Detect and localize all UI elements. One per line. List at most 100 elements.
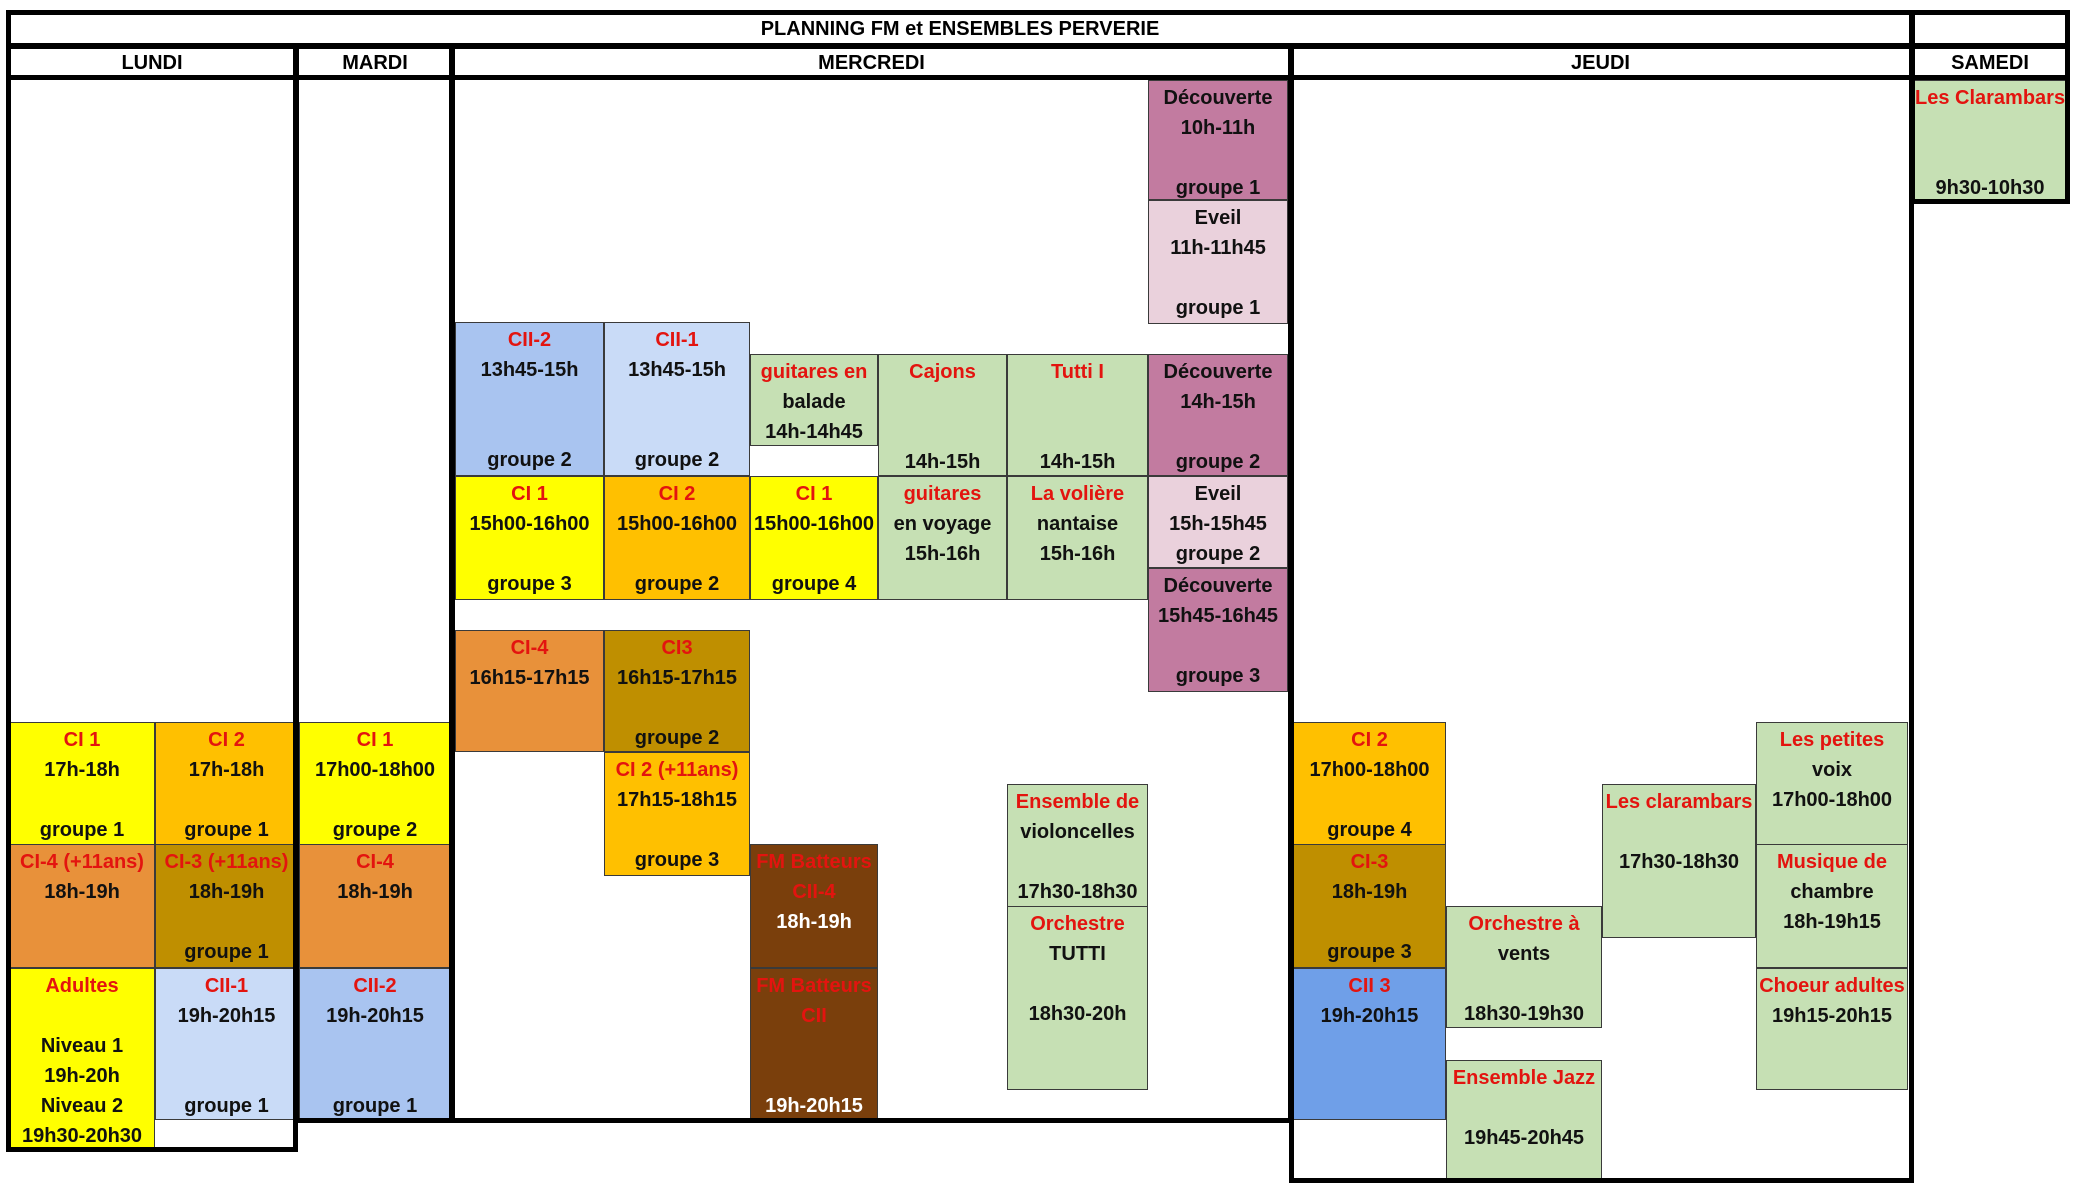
- block-title: FM Batteurs: [756, 975, 872, 997]
- mardi-frame: [294, 44, 454, 1123]
- block-title: CII-1: [655, 329, 699, 351]
- block-line: 19h-20h: [44, 1065, 120, 1087]
- block-line: groupe 2: [634, 449, 720, 471]
- block-title: CII 3: [1348, 975, 1391, 997]
- block-line: Niveau 2: [40, 1095, 124, 1117]
- block-line: 18h30-20h: [1028, 1003, 1127, 1025]
- block-title: CI-3: [1350, 851, 1389, 873]
- block-line: 15h-15h45: [1169, 513, 1267, 535]
- block-line: 15h45-16h45: [1157, 605, 1279, 627]
- block-line: groupe 3: [487, 573, 572, 595]
- block-line: groupe 4: [771, 573, 857, 595]
- schedule-block: Les clarambars 17h30-18h30: [1602, 784, 1756, 938]
- block-title: La volière: [1030, 483, 1125, 505]
- block-line: 13h45-15h: [628, 359, 726, 381]
- block-title: Musique de: [1776, 851, 1887, 873]
- block-line: vents: [1497, 943, 1551, 965]
- block-title: Les clarambars: [1605, 791, 1753, 813]
- block-line: 17h00-18h00: [1771, 789, 1893, 811]
- block-line: balade: [782, 391, 846, 413]
- samedi-title-frame: [1910, 10, 2070, 48]
- block-title: Les Clarambars: [1915, 87, 2066, 109]
- block-title: Cajons: [909, 361, 976, 383]
- mercredi-header-divider: [450, 44, 1293, 80]
- block-line: voix: [1811, 759, 1853, 781]
- schedule-block: guitares en balade 14h-14h45: [750, 354, 878, 446]
- block-line: en voyage: [893, 513, 992, 535]
- day-header-mardi: MARDI: [299, 49, 451, 77]
- day-header-lundi: LUNDI: [9, 49, 295, 77]
- block-title: CI-4: [356, 851, 394, 873]
- block-line: 18h30-19h30: [1463, 1003, 1585, 1025]
- block-line: 19h-20h15: [177, 1005, 276, 1027]
- block-line: 17h-18h: [44, 759, 120, 781]
- block-line: 10h-11h: [1180, 117, 1256, 139]
- block-line: groupe 1: [1175, 177, 1261, 199]
- samedi-header-divider: [1910, 44, 2070, 80]
- day-header-mercredi: MERCREDI: [455, 49, 1288, 77]
- block-title: CI 2: [658, 483, 696, 505]
- block-line: groupe 2: [487, 449, 572, 471]
- block-title: FM Batteurs: [756, 851, 872, 873]
- day-header-jeudi: JEUDI: [1293, 49, 1908, 77]
- schedule-block: guitares en voyage 15h-16h: [878, 476, 1007, 600]
- mercredi-frame: [450, 44, 1293, 1123]
- block-line: CII-4: [792, 881, 836, 903]
- block-line: groupe 1: [184, 941, 269, 963]
- block-line: 15h-16h: [1039, 543, 1116, 565]
- block-title: Tutti I: [1051, 361, 1104, 383]
- block-line: groupe 2: [634, 573, 720, 595]
- block-line: CII: [801, 1005, 827, 1027]
- block-line: 17h15-18h15: [616, 789, 738, 811]
- block-line: 15h-16h: [904, 543, 981, 565]
- block-title: Ensemble de: [1015, 791, 1140, 813]
- block-line: 14h-14h45: [765, 421, 863, 443]
- block-title: guitares: [903, 483, 982, 505]
- block-title: CII-2: [507, 329, 552, 351]
- block-line: groupe 2: [634, 727, 720, 749]
- block-line: 15h00-16h00: [469, 513, 590, 535]
- block-line: 19h45-20h45: [1463, 1127, 1585, 1149]
- block-line: 16h15-17h15: [616, 667, 738, 689]
- block-line: 17h00-18h00: [1309, 759, 1430, 781]
- block-title: Adultes: [45, 975, 119, 997]
- block-line: 19h-20h15: [1320, 1005, 1419, 1027]
- schedule-block: Les petites voix 17h00-18h00: [1756, 722, 1908, 846]
- block-line: 18h-19h: [337, 881, 413, 903]
- mardi-header-divider: [294, 44, 454, 80]
- block-title: guitares en: [760, 361, 868, 383]
- block-title: Les petites: [1779, 729, 1885, 751]
- block-line: groupe 1: [184, 1095, 269, 1117]
- block-line: groupe 1: [1175, 297, 1261, 319]
- sheet-title: PLANNING FM et ENSEMBLES PERVERIE: [9, 13, 1911, 45]
- title-frame: [6, 10, 1914, 48]
- block-line: 17h-18h: [188, 759, 265, 781]
- block-title: Orchestre: [1030, 913, 1125, 935]
- block-title: CI 1: [356, 729, 394, 751]
- block-line: Niveau 1: [40, 1035, 124, 1057]
- block-title: CI-3 (+11ans): [164, 851, 289, 873]
- block-line: 17h30-18h30: [1618, 851, 1740, 873]
